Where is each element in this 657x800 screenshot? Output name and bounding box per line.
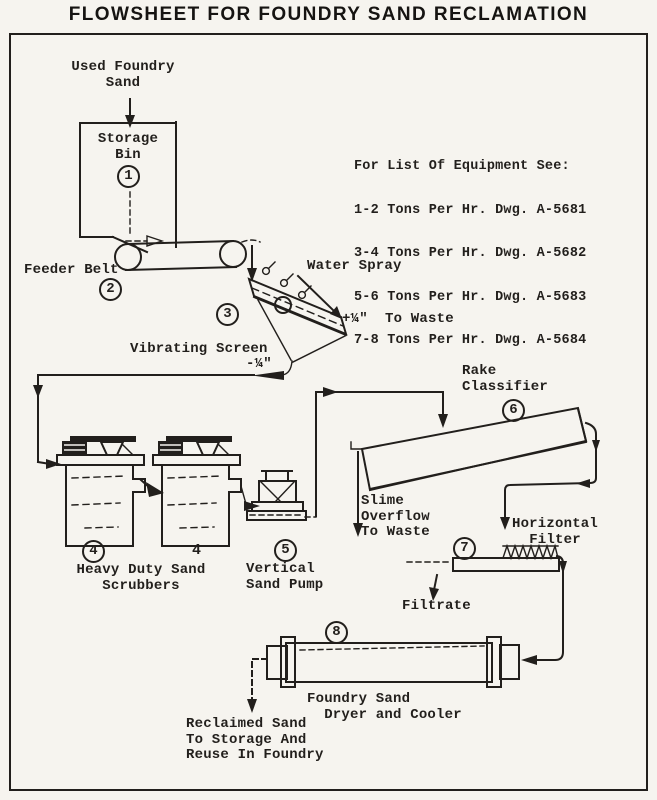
equipment-number-feeder-belt: 2 bbox=[99, 278, 122, 301]
equipment-note-row: 5-6 Tons Per Hr. Dwg. A-5683 bbox=[354, 289, 587, 305]
classifier-discharge-line bbox=[500, 421, 600, 530]
label-rake-classifier: Rake Classifier bbox=[462, 363, 549, 395]
label-feeder-belt: Feeder Belt bbox=[24, 262, 119, 278]
label-dryer-cooler: Foundry Sand Dryer and Cooler bbox=[307, 691, 462, 723]
rake-classifier-shape bbox=[350, 406, 588, 492]
filter-to-dryer-line bbox=[521, 554, 567, 665]
scrubber2-to-pump-arrow bbox=[240, 485, 260, 511]
stream-label-oversize-to-waste: +¼" To Waste bbox=[342, 311, 454, 327]
page-border bbox=[9, 33, 648, 791]
equipment-note-row: 3-4 Tons Per Hr. Dwg. A-5682 bbox=[354, 246, 587, 261]
sand-pump-shape bbox=[246, 470, 317, 521]
slime-overflow-line bbox=[353, 451, 363, 537]
equipment-note-heading: For List Of Equipment See: bbox=[354, 159, 570, 174]
label-horizontal-filter: Horizontal Filter bbox=[511, 516, 598, 548]
used-sand-arrow bbox=[125, 98, 135, 128]
pump-to-classifier-line bbox=[315, 387, 448, 517]
scrubber1-to-scrubber2-arrow bbox=[139, 478, 164, 497]
belt-discharge-arrow bbox=[241, 239, 261, 282]
equipment-number-sand-pump: 5 bbox=[274, 539, 297, 562]
label-scrubbers: Heavy Duty Sand Scrubbers bbox=[76, 562, 206, 594]
scrubber-2-shape bbox=[152, 436, 242, 547]
horizontal-filter-shape bbox=[406, 543, 560, 572]
page-title: FLOWSHEET FOR FOUNDRY SAND RECLAMATION bbox=[68, 4, 589, 25]
screen-underflow-line bbox=[33, 299, 346, 469]
equipment-number-horizontal-filter: 7 bbox=[453, 537, 476, 560]
equipment-note: For List Of Equipment See: 1-2 Tons Per … bbox=[354, 131, 586, 378]
label-water-spray: Water Spray bbox=[307, 258, 402, 274]
equipment-note-row: 1-2 Tons Per Hr. Dwg. A-5681 bbox=[354, 202, 587, 218]
water-spray-shape bbox=[261, 261, 342, 319]
stream-label-filtrate: Filtrate bbox=[402, 598, 471, 614]
scrubber-1-shape bbox=[56, 436, 146, 547]
equipment-number-vibrating-screen: 3 bbox=[216, 303, 239, 326]
feeder-belt-shape bbox=[114, 239, 247, 272]
vibrating-screen-shape bbox=[247, 277, 348, 337]
stream-label-slime-overflow: Slime Overflow To Waste bbox=[361, 493, 430, 540]
reclaimed-sand-line bbox=[247, 658, 268, 713]
stream-label-reclaimed-sand: Reclaimed Sand To Storage And Reuse In F… bbox=[186, 716, 324, 763]
stream-label-used-foundry-sand: Used Foundry Sand bbox=[71, 59, 175, 91]
equipment-number-scrubber-1: 4 bbox=[82, 540, 105, 563]
equipment-note-row: 7-8 Tons Per Hr. Dwg. A-5684 bbox=[354, 333, 587, 348]
label-sand-pump: Vertical Sand Pump bbox=[246, 561, 324, 593]
filtrate-arrow bbox=[429, 573, 439, 601]
stream-label-screen-undersize: -¼" bbox=[246, 356, 272, 372]
storage-bin-shape bbox=[79, 121, 177, 254]
dryer-cooler-shape bbox=[266, 636, 520, 688]
equipment-number-rake-classifier: 6 bbox=[502, 399, 525, 422]
equipment-number-scrubber-2: 4 bbox=[192, 542, 202, 559]
label-storage-bin: Storage Bin bbox=[97, 131, 159, 163]
label-vibrating-screen: Vibrating Screen bbox=[130, 341, 268, 357]
equipment-number-storage-bin: 1 bbox=[117, 165, 140, 188]
equipment-number-dryer-cooler: 8 bbox=[325, 621, 348, 644]
